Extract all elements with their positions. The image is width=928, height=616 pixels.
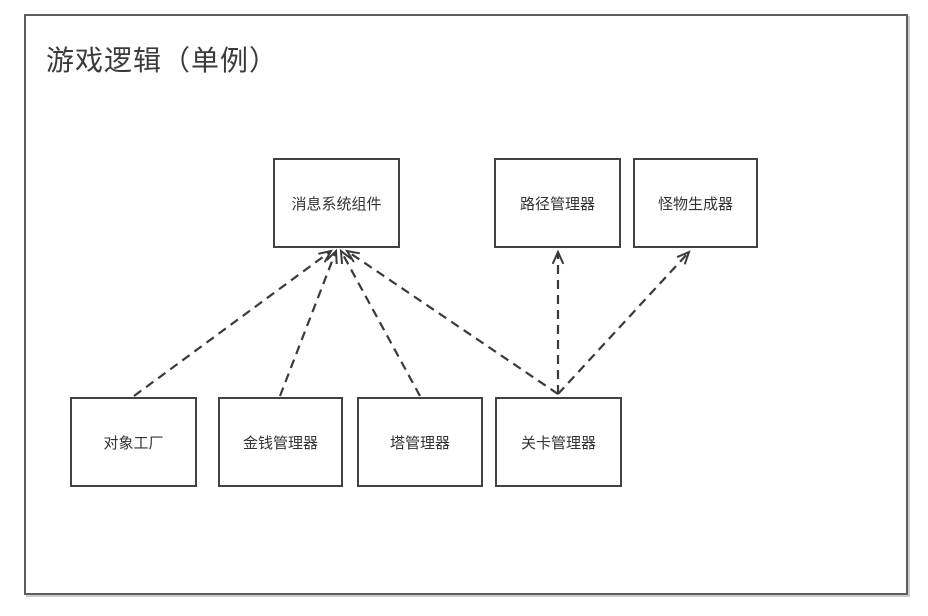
node-tower-manager: 塔管理器 bbox=[357, 397, 483, 487]
node-label: 路径管理器 bbox=[519, 195, 595, 213]
node-label: 关卡管理器 bbox=[520, 434, 596, 452]
node-money-manager: 金钱管理器 bbox=[218, 397, 343, 487]
node-monster-generator: 怪物生成器 bbox=[633, 158, 758, 248]
node-label: 消息系统组件 bbox=[291, 195, 382, 213]
diagram-frame bbox=[24, 14, 908, 595]
node-label: 塔管理器 bbox=[389, 434, 450, 452]
node-label: 对象工厂 bbox=[103, 434, 164, 452]
node-object-factory: 对象工厂 bbox=[70, 397, 197, 487]
node-level-manager: 关卡管理器 bbox=[495, 397, 622, 487]
node-message-system: 消息系统组件 bbox=[273, 158, 400, 248]
diagram-title: 游戏逻辑（单例） bbox=[46, 45, 279, 76]
node-path-manager: 路径管理器 bbox=[494, 158, 621, 248]
node-label: 怪物生成器 bbox=[657, 195, 733, 213]
node-label: 金钱管理器 bbox=[242, 434, 318, 452]
